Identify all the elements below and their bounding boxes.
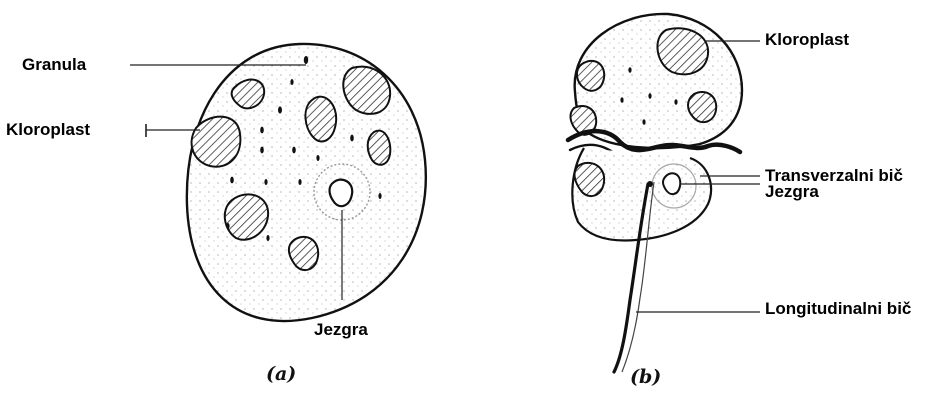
label-longitudinalni: Longitudinalni bič	[765, 299, 911, 319]
nucleus-b	[663, 173, 680, 194]
label-jezgra-a: Jezgra	[314, 320, 368, 340]
label-kloroplast-b: Kloroplast	[765, 30, 849, 50]
nucleus-a	[330, 180, 353, 207]
chloroplast-b-1	[577, 61, 604, 91]
label-granula: Granula	[22, 55, 86, 75]
chloroplast-a-5	[368, 131, 391, 165]
chloroplast-b-2	[657, 28, 708, 74]
chloroplast-a-3	[192, 117, 241, 167]
panel-label-b: (b)	[630, 366, 661, 388]
cell-a	[130, 44, 426, 321]
panel-label-a: (a)	[266, 363, 296, 385]
cell-b	[568, 14, 760, 372]
chloroplast-a-4	[305, 97, 336, 142]
label-jezgra-b: Jezgra	[765, 182, 819, 202]
label-kloroplast-a: Kloroplast	[6, 120, 90, 140]
